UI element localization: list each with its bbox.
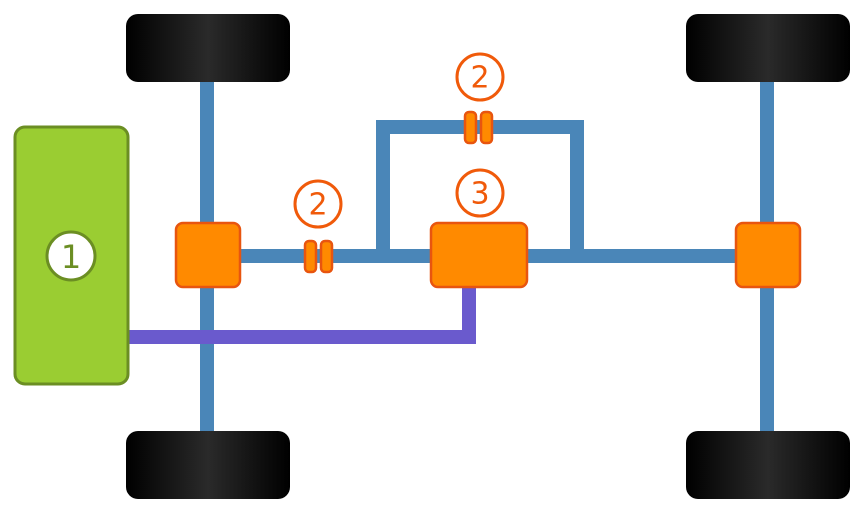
engine-drive-line — [126, 285, 476, 344]
differentials — [174, 221, 802, 289]
callout-mid-coupling: 2 — [293, 179, 343, 229]
shafts — [200, 75, 774, 435]
callout-top-coupling: 2 — [455, 52, 505, 102]
front-left-tire — [126, 14, 290, 82]
engine-label-circle — [45, 230, 97, 282]
top-coupling — [463, 110, 494, 145]
callout-mid-coupling-label: 2 — [308, 188, 327, 223]
center-unit — [429, 221, 529, 289]
rear-left-tire — [686, 14, 850, 82]
bypass-shaft-right — [570, 120, 584, 256]
mid-coupling — [303, 239, 334, 274]
rear-right-tire — [686, 431, 850, 499]
engine-label: 1 — [61, 238, 81, 276]
tires — [126, 14, 850, 499]
front-right-tire — [126, 431, 290, 499]
rear-differential — [734, 221, 802, 289]
front-differential — [174, 221, 242, 289]
callout-center-unit-label: 3 — [470, 177, 489, 212]
engine-block: 1 — [13, 125, 130, 386]
callout-center-unit: 3 — [455, 168, 505, 218]
callout-top-coupling-label: 2 — [470, 61, 489, 96]
couplings — [303, 110, 494, 274]
callouts: 2 2 3 — [293, 52, 505, 229]
bypass-shaft-left — [376, 120, 390, 256]
